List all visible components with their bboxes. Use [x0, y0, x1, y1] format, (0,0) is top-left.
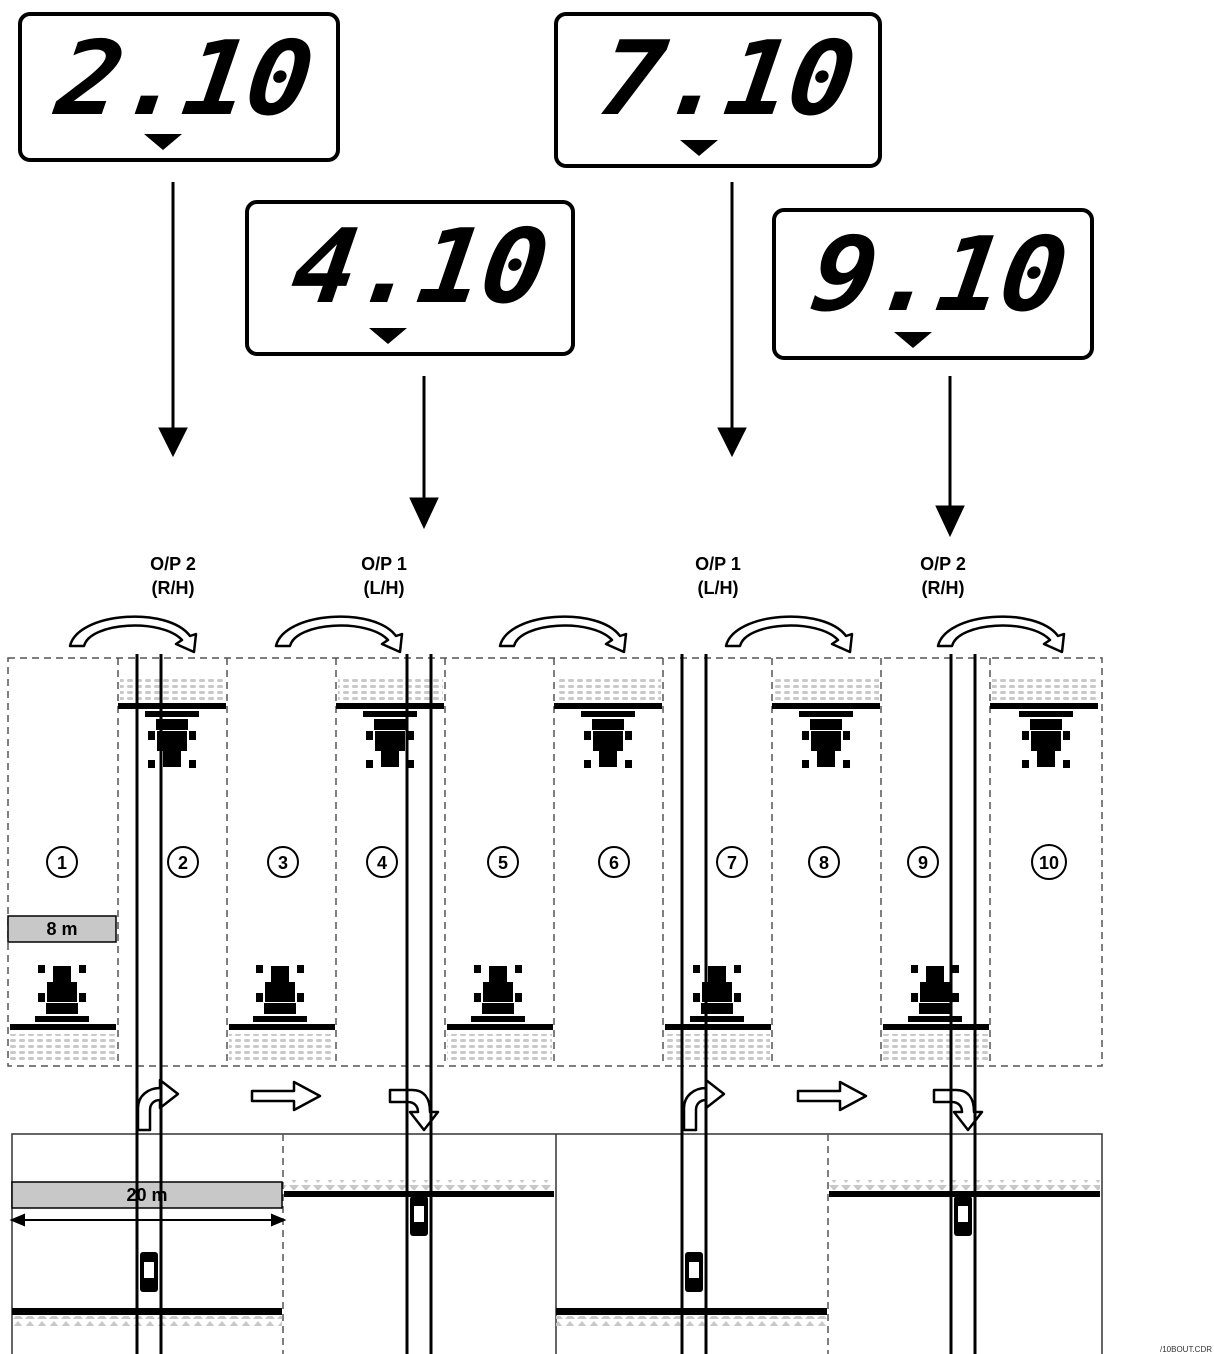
width-label-small: 8 m — [46, 919, 77, 939]
output-label: O/P 1 — [361, 554, 407, 574]
strip-number: 5 — [498, 853, 508, 873]
width-bar-small — [7, 915, 117, 943]
strip-number: 6 — [609, 853, 619, 873]
output-label: O/P 2 — [920, 554, 966, 574]
strip-number: 9 — [918, 853, 928, 873]
strip-number: 3 — [278, 853, 288, 873]
output-labels: O/P 2 (R/H) O/P 1 (L/H) O/P 1 (L/H) O/P … — [150, 554, 966, 598]
transfer-arrows — [68, 615, 1066, 654]
strip-number: 4 — [377, 853, 387, 873]
output-side: (R/H) — [922, 578, 965, 598]
turn-arrows — [136, 1078, 984, 1132]
strip-number: 2 — [178, 853, 188, 873]
lower-field — [11, 1133, 1103, 1354]
strip-numbers: 1 2 3 4 5 6 7 8 9 10 — [46, 844, 1067, 880]
output-side: (L/H) — [698, 578, 739, 598]
lcd-display-4: 9.10 — [772, 208, 1094, 360]
indicator-triangle-icon — [680, 140, 718, 156]
lcd-display-2: 4.10 — [245, 200, 575, 356]
lcd-display-3: 7.10 — [554, 12, 882, 168]
strip-number: 1 — [57, 853, 67, 873]
upper-strips — [7, 657, 1103, 1067]
lcd-display-1: 2.10 — [18, 12, 340, 162]
file-code: /10BOUT.CDR — [1160, 1345, 1212, 1354]
output-side: (L/H) — [364, 578, 405, 598]
strip-number: 8 — [819, 853, 829, 873]
width-bar-large — [11, 1181, 283, 1209]
indicator-triangle-icon — [144, 134, 182, 150]
strip-number: 10 — [1039, 853, 1059, 873]
indicator-triangle-icon — [894, 332, 932, 348]
tramlines — [135, 654, 977, 1354]
output-label: O/P 1 — [695, 554, 741, 574]
output-label: O/P 2 — [150, 554, 196, 574]
indicator-triangle-icon — [369, 328, 407, 344]
output-side: (R/H) — [152, 578, 195, 598]
strip-number: 7 — [727, 853, 737, 873]
pointer-arrows — [158, 182, 965, 538]
dimension-arrow — [9, 1213, 287, 1227]
